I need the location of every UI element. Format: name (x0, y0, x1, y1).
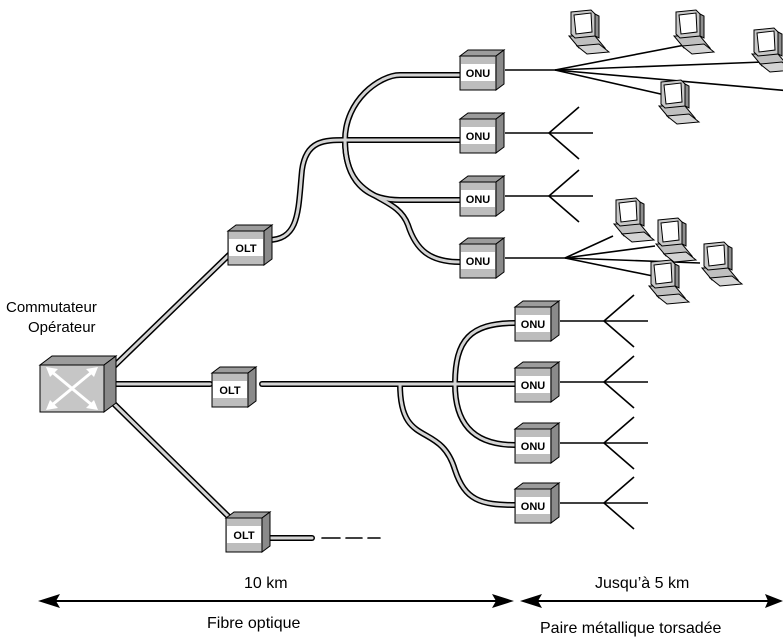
computer-icon (648, 259, 690, 305)
svg-text:OLT: OLT (219, 385, 240, 397)
olt-box: OLT (211, 366, 257, 408)
onu-box: ONU (459, 49, 505, 91)
computer-icon (751, 27, 783, 73)
svg-text:OLT: OLT (233, 530, 254, 542)
svg-text:ONU: ONU (521, 441, 546, 453)
onu-box: ONU (514, 361, 560, 403)
computer-icon (655, 217, 697, 263)
svg-text:ONU: ONU (466, 194, 491, 206)
twisted-pair-drop (559, 294, 649, 348)
operator-switch (38, 355, 118, 413)
switch-arrows-icon (46, 367, 98, 410)
svg-text:ONU: ONU (521, 501, 546, 513)
onu-box: ONU (514, 482, 560, 524)
switch-label-line1: Commutateur (6, 299, 97, 316)
svg-text:OLT: OLT (235, 243, 256, 255)
twisted-pair-drop (559, 416, 649, 470)
twisted-pair-drop (559, 355, 649, 409)
fiber-links (102, 72, 518, 541)
computer-icon (568, 9, 610, 55)
computer-icon (673, 9, 715, 55)
switch-label-line2: Opérateur (28, 319, 96, 336)
copper-type-label: Paire métallique torsadée (540, 620, 722, 637)
olt-box: OLT (227, 224, 273, 266)
copper-distance-label: Jusqu’à 5 km (595, 575, 689, 592)
onu-box: ONU (514, 422, 560, 464)
svg-text:ONU: ONU (466, 131, 491, 143)
computer-icon (613, 197, 655, 243)
svg-text:ONU: ONU (521, 380, 546, 392)
fiber-distance-label: 10 km (244, 575, 288, 592)
svg-text:ONU: ONU (521, 319, 546, 331)
twisted-pair-drop (504, 106, 594, 160)
onu-box: ONU (459, 175, 505, 217)
onu-box: ONU (459, 112, 505, 154)
twisted-pair-drop (504, 169, 594, 223)
computer-icon (701, 241, 743, 287)
svg-text:ONU: ONU (466, 256, 491, 268)
svg-text:ONU: ONU (466, 68, 491, 80)
copper-distance-arrow (520, 594, 783, 608)
onu-box: ONU (459, 237, 505, 279)
computer-icon (658, 79, 700, 125)
fiber-distance-arrow (38, 594, 514, 608)
fiber-type-label: Fibre optique (207, 615, 300, 632)
twisted-pair-drop (559, 476, 649, 530)
onu-box: ONU (514, 300, 560, 342)
olt-box: OLT (225, 511, 271, 553)
copper-links (504, 44, 783, 530)
